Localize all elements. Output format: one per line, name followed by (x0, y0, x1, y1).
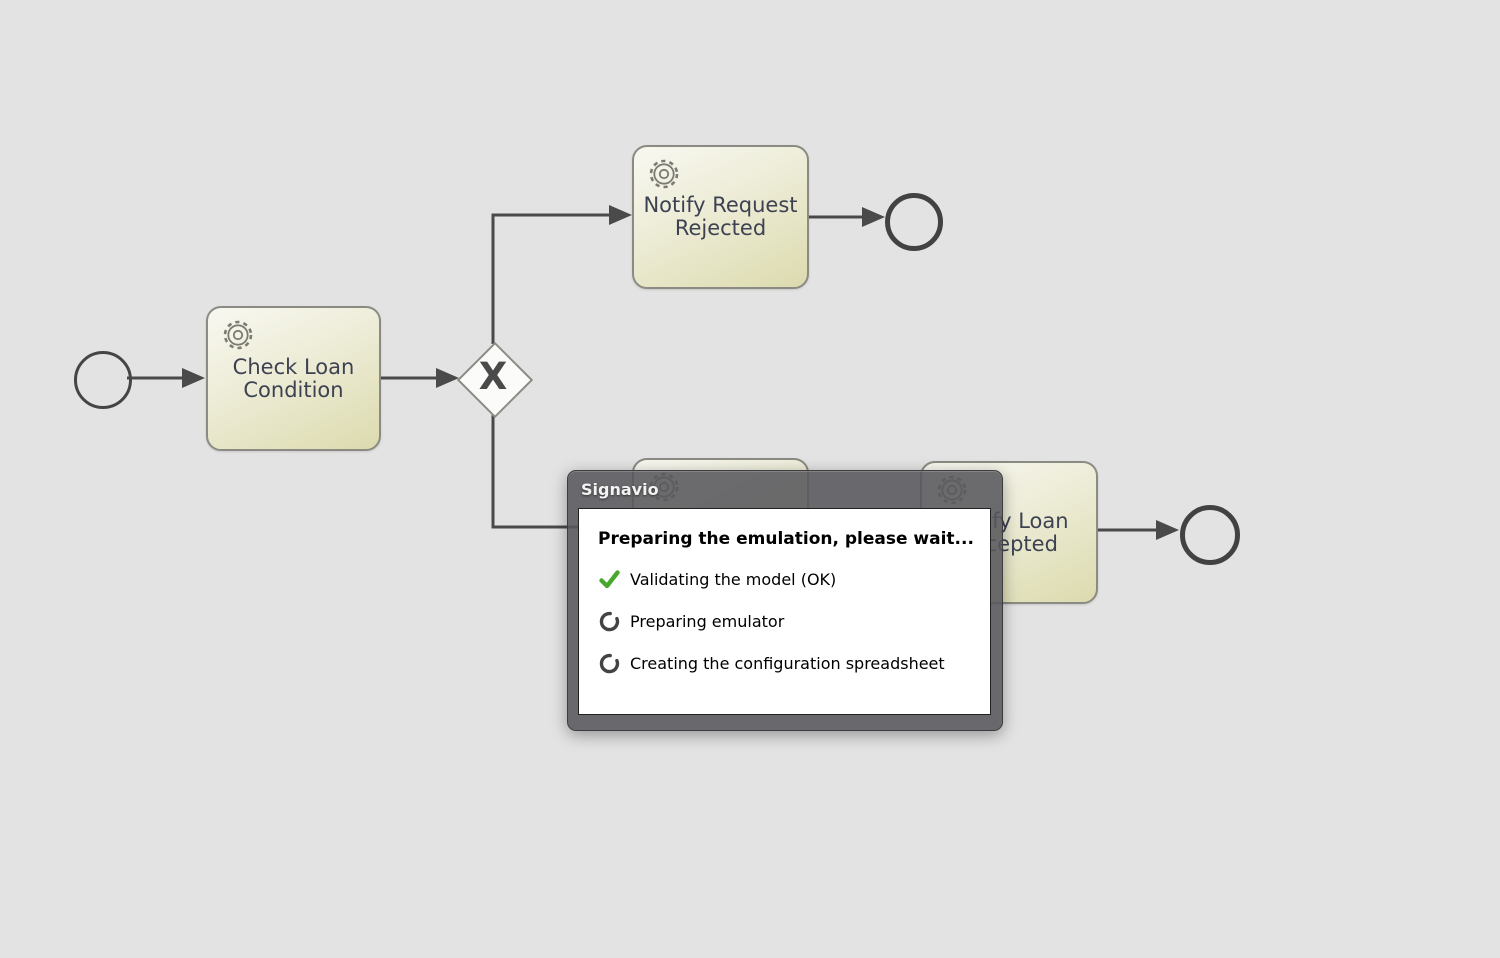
step-preparing-emulator: Preparing emulator (598, 610, 974, 633)
arrowhead-icon (1156, 520, 1179, 540)
dialog-title: Signavio (581, 480, 659, 499)
flow-gateway-to-notify-rejected[interactable] (491, 205, 632, 344)
flow-line[interactable] (491, 213, 610, 344)
task-notify-request-rejected[interactable]: Notify Request Rejected (632, 145, 809, 289)
task-check-loan-condition[interactable]: Check Loan Condition (206, 306, 381, 451)
step-creating-spreadsheet: Creating the configuration spreadsheet (598, 652, 974, 675)
flow-start-to-check-loan[interactable] (127, 368, 205, 388)
flow-check-loan-to-gateway[interactable] (377, 368, 459, 388)
end-event-top[interactable] (885, 193, 943, 251)
spinner-icon (598, 652, 621, 675)
check-icon (598, 568, 621, 591)
spinner-icon (598, 610, 621, 633)
arrowhead-icon (862, 207, 885, 227)
dialog-heading: Preparing the emulation, please wait... (598, 529, 974, 549)
xor-gateway[interactable]: X (456, 341, 534, 419)
signavio-dialog: Signavio Preparing the emulation, please… (567, 470, 1003, 731)
start-event[interactable] (74, 351, 132, 409)
gear-icon (644, 154, 684, 194)
step-validating-model: Validating the model (OK) (598, 568, 974, 591)
dialog-titlebar[interactable]: Signavio (568, 471, 1002, 508)
dialog-body: Preparing the emulation, please wait... … (578, 508, 991, 715)
gear-icon (218, 315, 258, 355)
flow-notify-accepted-to-end[interactable] (1094, 520, 1179, 540)
flow-notify-rejected-to-end[interactable] (806, 207, 885, 227)
task-label: Check Loan Condition (232, 354, 355, 402)
arrowhead-icon (436, 368, 459, 388)
task-label: Notify Request Rejected (643, 193, 798, 240)
gateway-x-marker: X (478, 355, 508, 398)
step-label: Creating the configuration spreadsheet (630, 654, 945, 673)
step-label: Validating the model (OK) (630, 570, 837, 589)
arrowhead-icon (182, 368, 205, 388)
end-event-right[interactable] (1180, 505, 1240, 565)
step-label: Preparing emulator (630, 612, 785, 631)
arrowhead-icon (609, 205, 632, 225)
